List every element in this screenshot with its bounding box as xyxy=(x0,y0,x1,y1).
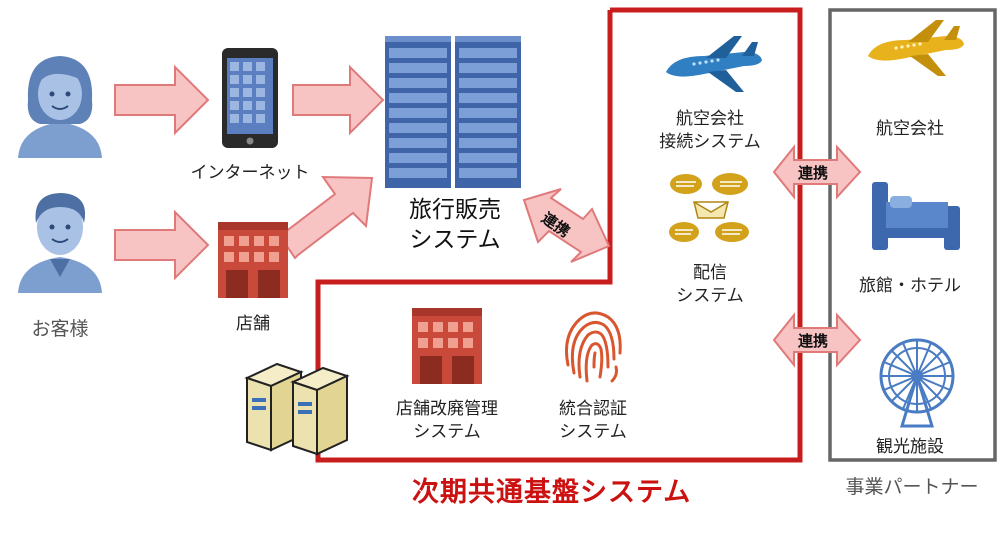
customer-male-icon xyxy=(18,193,102,293)
arrow-link-server-platform xyxy=(522,188,611,263)
auth-line1: 統合認証 xyxy=(559,399,627,419)
arrow-store-server xyxy=(278,175,374,260)
bed-icon xyxy=(872,182,960,250)
server-rack-icon xyxy=(385,36,521,188)
arrow-customer-store xyxy=(114,209,210,281)
link-label-1: 連携 xyxy=(798,164,829,182)
partner-hotel-label: 旅館・ホテル xyxy=(859,276,961,296)
store-mgmt-line1: 店舗改廃管理 xyxy=(396,399,498,419)
arrow-link-airline xyxy=(772,144,862,200)
store-label: 店舗 xyxy=(236,314,270,334)
store-mgmt-line2: システム xyxy=(413,422,481,442)
delivery-bubbles-icon xyxy=(669,173,749,242)
yellow-plane-icon xyxy=(868,20,964,76)
auth-line2: システム xyxy=(559,422,627,442)
arrow-link-sightseeing xyxy=(772,312,862,368)
ferris-wheel-icon xyxy=(879,338,955,428)
internet-label: インターネット xyxy=(190,163,310,183)
blue-plane-icon xyxy=(666,36,762,92)
pc-servers-icon xyxy=(244,362,350,456)
airline-connect-line2: 接続システム xyxy=(659,132,761,152)
delivery-line2: システム xyxy=(676,286,744,306)
arrow-customer-internet xyxy=(114,64,210,136)
partner-border xyxy=(828,8,997,462)
airline-connect-line1: 航空会社 xyxy=(676,109,744,129)
next-platform-title: 次期共通基盤システム xyxy=(412,477,692,508)
travel-system-line1: 旅行販売 xyxy=(409,197,501,223)
store-mgmt-building-icon xyxy=(412,308,482,384)
customers-label: お客様 xyxy=(31,318,89,340)
partners-title: 事業パートナー xyxy=(845,476,979,498)
store-building-icon xyxy=(218,222,288,298)
partner-airline-label: 航空会社 xyxy=(876,119,944,139)
travel-system-line2: システム xyxy=(409,227,501,253)
link-label-2: 連携 xyxy=(798,332,829,350)
arrow-internet-server xyxy=(292,64,385,136)
customer-female-icon xyxy=(18,56,102,158)
tablet-icon xyxy=(222,48,278,148)
delivery-line1: 配信 xyxy=(693,263,727,283)
fingerprint-icon xyxy=(565,311,622,383)
partner-sightseeing-label: 観光施設 xyxy=(876,437,944,457)
